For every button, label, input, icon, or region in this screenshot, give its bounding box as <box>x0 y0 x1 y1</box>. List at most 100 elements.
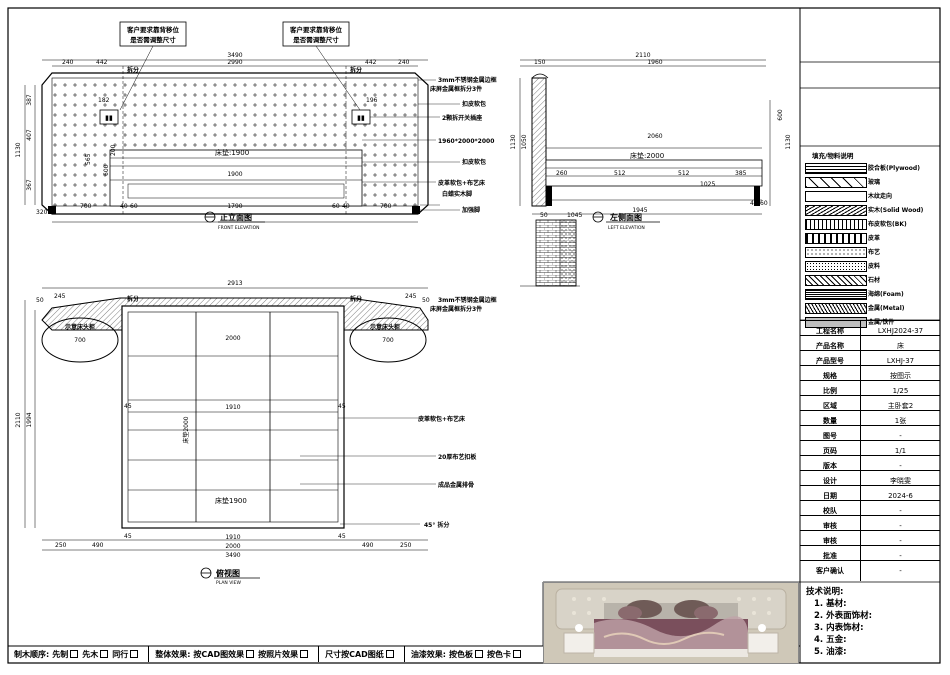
front-elevation-text: 客户要求靠背移位 是否需调整尺寸 客户要求靠背移位 是否需调整尺寸 240 44… <box>15 25 497 231</box>
dim-bottom: 490 <box>362 542 374 549</box>
dim-left: 1050 <box>521 134 528 149</box>
dim-right: 600 <box>777 109 784 121</box>
note: 3mm不锈钢金属边框 <box>438 76 497 84</box>
callout-left-1: 客户要求靠背移位 <box>126 25 180 34</box>
tech-note: 1. 基材: <box>814 599 847 609</box>
dim-top: 2990 <box>227 59 242 66</box>
checkbox[interactable] <box>475 650 484 658</box>
dim-top: 150 <box>534 59 546 66</box>
footer-option: 先木 <box>82 649 99 659</box>
dim-bottom: 1025 <box>700 181 715 188</box>
footer-option: 按色板 <box>449 649 474 659</box>
dim-left: 367 <box>26 179 33 191</box>
footer-label: 尺寸按CAD图纸 <box>325 649 384 659</box>
legend-item: 皮革 <box>800 230 940 246</box>
title-block-row: 客户确认- <box>800 560 940 581</box>
checkbox[interactable] <box>300 650 309 658</box>
view-subtitle: LEFT ELEVATION <box>608 225 645 231</box>
callout-right-1: 客户要求靠背移位 <box>289 25 343 34</box>
footer-option: 按照片效果 <box>258 649 299 659</box>
side-elevation-text: 2110 150 1960 2060 床垫:2000 260 512 512 3… <box>510 52 792 231</box>
legend-item: 金属(Metal) <box>800 300 940 316</box>
product-photo <box>543 582 799 664</box>
footer-option: 先制 <box>52 649 69 659</box>
tech-note: 5. 油漆: <box>814 647 847 657</box>
title-block-row: 规格按图示 <box>800 365 940 386</box>
dim-bottom: 250 <box>400 542 412 549</box>
tech-note: 2. 外表面饰材: <box>814 611 873 621</box>
checkbox[interactable] <box>130 650 139 658</box>
dim-top: 240 <box>398 59 410 66</box>
dim-bottom: 40 <box>750 200 758 207</box>
note: 20厚布艺扣板 <box>438 453 477 461</box>
dim-top: 3490 <box>227 52 242 59</box>
note: 皮革软包+布艺床 <box>418 415 466 423</box>
checkbox[interactable] <box>385 650 394 658</box>
split-label: 拆分 <box>127 66 139 74</box>
inner-dim: 600 <box>103 164 110 176</box>
note: 加强脚 <box>461 206 480 214</box>
footer-segment: 尺寸按CAD图纸 <box>319 646 405 662</box>
dim-top: 1960 <box>647 59 662 66</box>
tech-notes-title: 技术说明: <box>806 587 844 597</box>
footer-segment: 整体效果: 按CAD图效果 按照片效果 <box>149 646 320 662</box>
dim-bottom: 1790 <box>227 203 242 210</box>
corner-label: 示意床头柜 <box>370 323 400 331</box>
note: 扣皮软包 <box>462 100 486 108</box>
dim-bottom: 1910 <box>225 534 240 541</box>
dim-bottom: 60 <box>130 203 138 210</box>
note: 皮革软包+布艺床 <box>438 179 486 187</box>
dim-mid: 2060 <box>647 133 662 140</box>
legend-item: 金属/铁件 <box>800 314 940 330</box>
inner-dim: 床垫2000 <box>182 416 190 443</box>
legend-item: 海绵(Foam) <box>800 286 940 302</box>
checkbox[interactable] <box>100 650 109 658</box>
title-block-row: 产品名称床 <box>800 335 940 356</box>
dim-bottom: 385 <box>735 170 747 177</box>
dim-top: 442 <box>96 59 108 66</box>
title-block-row: 区域主卧套2 <box>800 395 940 416</box>
inner-dim: 182 <box>98 97 110 104</box>
plan-view <box>24 287 436 579</box>
dim-top: 50 <box>422 297 430 304</box>
front-elevation: ▮▮ ▮▮ <box>24 21 460 223</box>
checkbox[interactable] <box>513 650 522 658</box>
dim-bottom: 40 <box>342 203 350 210</box>
footer-bar: 制木顺序: 先制 先木 同行 整体效果: 按CAD图效果 按照片效果 尺寸按CA… <box>8 646 794 662</box>
footer-option: 同行 <box>112 649 129 659</box>
tech-notes: 技术说明: 1. 基材: 2. 外表面饰材: 3. 内表饰材: 4. 五金: 5… <box>806 586 936 658</box>
bed-label: 床垫:1900 <box>215 148 249 157</box>
dim-right: 1130 <box>785 134 792 149</box>
split-label: 拆分 <box>127 295 139 303</box>
note: 3mm不锈钢金属边框 <box>438 296 497 304</box>
inner-dim: 196 <box>366 97 378 104</box>
view-title: 正立面图 <box>220 212 252 222</box>
title-block-row: 审核- <box>800 530 940 551</box>
checkbox[interactable] <box>70 650 79 658</box>
inner-dim: 2000 <box>225 335 240 342</box>
note: 成品金属排骨 <box>438 481 474 489</box>
corner-label: 示意床头柜 <box>65 323 95 331</box>
legend-item: 实木(Solid Wood) <box>800 202 940 218</box>
plan-view-text: 2913 50 245 245 50 拆分 拆分 示意床头柜 示意床头柜 700… <box>15 280 497 586</box>
legend-item: 胶合板(Plywood) <box>800 160 940 176</box>
note: 白蜡实木脚 <box>442 190 472 198</box>
corner-dim: 700 <box>74 337 86 344</box>
svg-text:▮▮: ▮▮ <box>357 114 365 122</box>
title-block-row: 版本- <box>800 455 940 476</box>
view-title: 俯视图 <box>216 568 240 578</box>
note: 床屏金属框拆分3件 <box>430 305 482 313</box>
dim-bottom: 60 <box>760 200 768 207</box>
tech-note: 4. 五金: <box>814 635 847 645</box>
legend-item: 石材 <box>800 272 940 288</box>
dim-top: 245 <box>405 293 417 300</box>
dim-bottom: 250 <box>55 542 67 549</box>
dim-top: 442 <box>365 59 377 66</box>
title-block-row: 校队- <box>800 500 940 521</box>
checkbox[interactable] <box>246 650 255 658</box>
